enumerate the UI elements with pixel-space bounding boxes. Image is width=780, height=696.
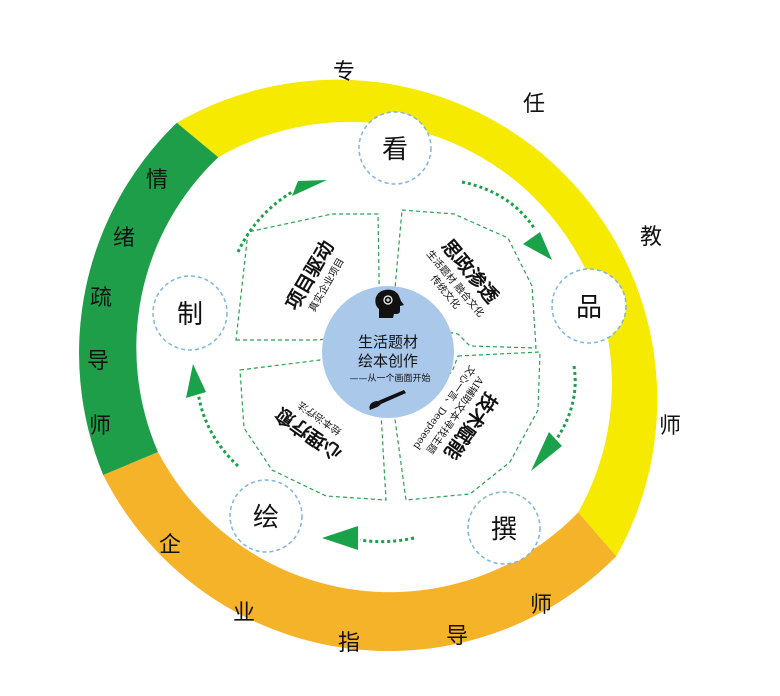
node-label: 看 — [382, 135, 408, 165]
node-write: 撰 — [467, 491, 541, 565]
node-make: 制 — [152, 275, 228, 351]
center-subtitle: ——从一个画面开始 — [349, 372, 430, 384]
ring-char: 导 — [446, 624, 468, 649]
center-title-line-2: 绘本创作 — [358, 352, 418, 370]
ring-char: 专 — [333, 60, 355, 85]
flow-arrow-left-to-top — [236, 190, 293, 253]
ring-char: 师 — [659, 414, 681, 439]
arrowhead — [322, 526, 358, 550]
center-hub: 生活题材 绘本创作 ——从一个画面开始 — [322, 286, 454, 418]
center-title-line-1: 生活题材 — [358, 333, 418, 351]
node-circle — [152, 275, 228, 351]
ring-sector-yellow — [176, 79, 658, 557]
ring-char: 情 — [146, 168, 168, 193]
ring-char: 教 — [640, 225, 662, 250]
head-brain-icon — [375, 289, 404, 318]
flow-arrows — [196, 180, 577, 544]
ring-char: 任 — [523, 92, 545, 117]
node-label: 绘 — [253, 503, 279, 533]
node-taste: 品 — [551, 268, 627, 344]
ring-sector-orange — [103, 452, 617, 652]
flow-arrow-right-to-bottom-right — [554, 365, 577, 441]
ring-char: 导 — [87, 349, 109, 374]
segment-bottom-left: 心理疗愈 绘本治疗法 — [270, 399, 346, 465]
ring-label-green: 情 绪 疏 导 师 — [87, 168, 168, 439]
ring-char: 企 — [159, 533, 181, 558]
ring-char: 师 — [530, 593, 552, 618]
ring-char: 指 — [338, 631, 360, 656]
ring-label-orange: 企 业 指 导 师 — [159, 533, 552, 656]
arrowhead — [523, 232, 552, 260]
flow-arrowheads — [186, 180, 562, 550]
node-label: 制 — [177, 300, 203, 330]
flow-arrow-bottom-left-to-left — [196, 391, 240, 468]
brush-icon — [369, 390, 406, 410]
node-circle — [551, 268, 627, 344]
node-circle — [229, 479, 303, 553]
ring-char: 业 — [233, 601, 255, 626]
arrowhead — [531, 432, 562, 471]
arrowhead — [186, 364, 206, 398]
node-label: 撰 — [491, 515, 517, 545]
flow-arrow-bottom-right-to-bottom-left — [359, 536, 415, 544]
segment-top-right-outline — [391, 209, 537, 349]
ring-char: 绪 — [113, 226, 135, 251]
node-draw: 绘 — [229, 479, 303, 553]
ring-label-yellow: 专 任 教 师 — [333, 60, 681, 439]
flow-arrow-top-to-right — [461, 180, 536, 229]
segment-top-left-outline — [235, 213, 381, 341]
node-circle — [358, 111, 432, 185]
center-circle — [322, 286, 454, 418]
node-look: 看 — [358, 111, 432, 185]
arrowhead — [292, 180, 327, 196]
node-circle — [467, 491, 541, 565]
ring-char: 疏 — [90, 286, 112, 311]
ring-sector-green — [79, 122, 219, 476]
node-label: 品 — [576, 293, 602, 323]
ring-char: 师 — [89, 414, 111, 439]
